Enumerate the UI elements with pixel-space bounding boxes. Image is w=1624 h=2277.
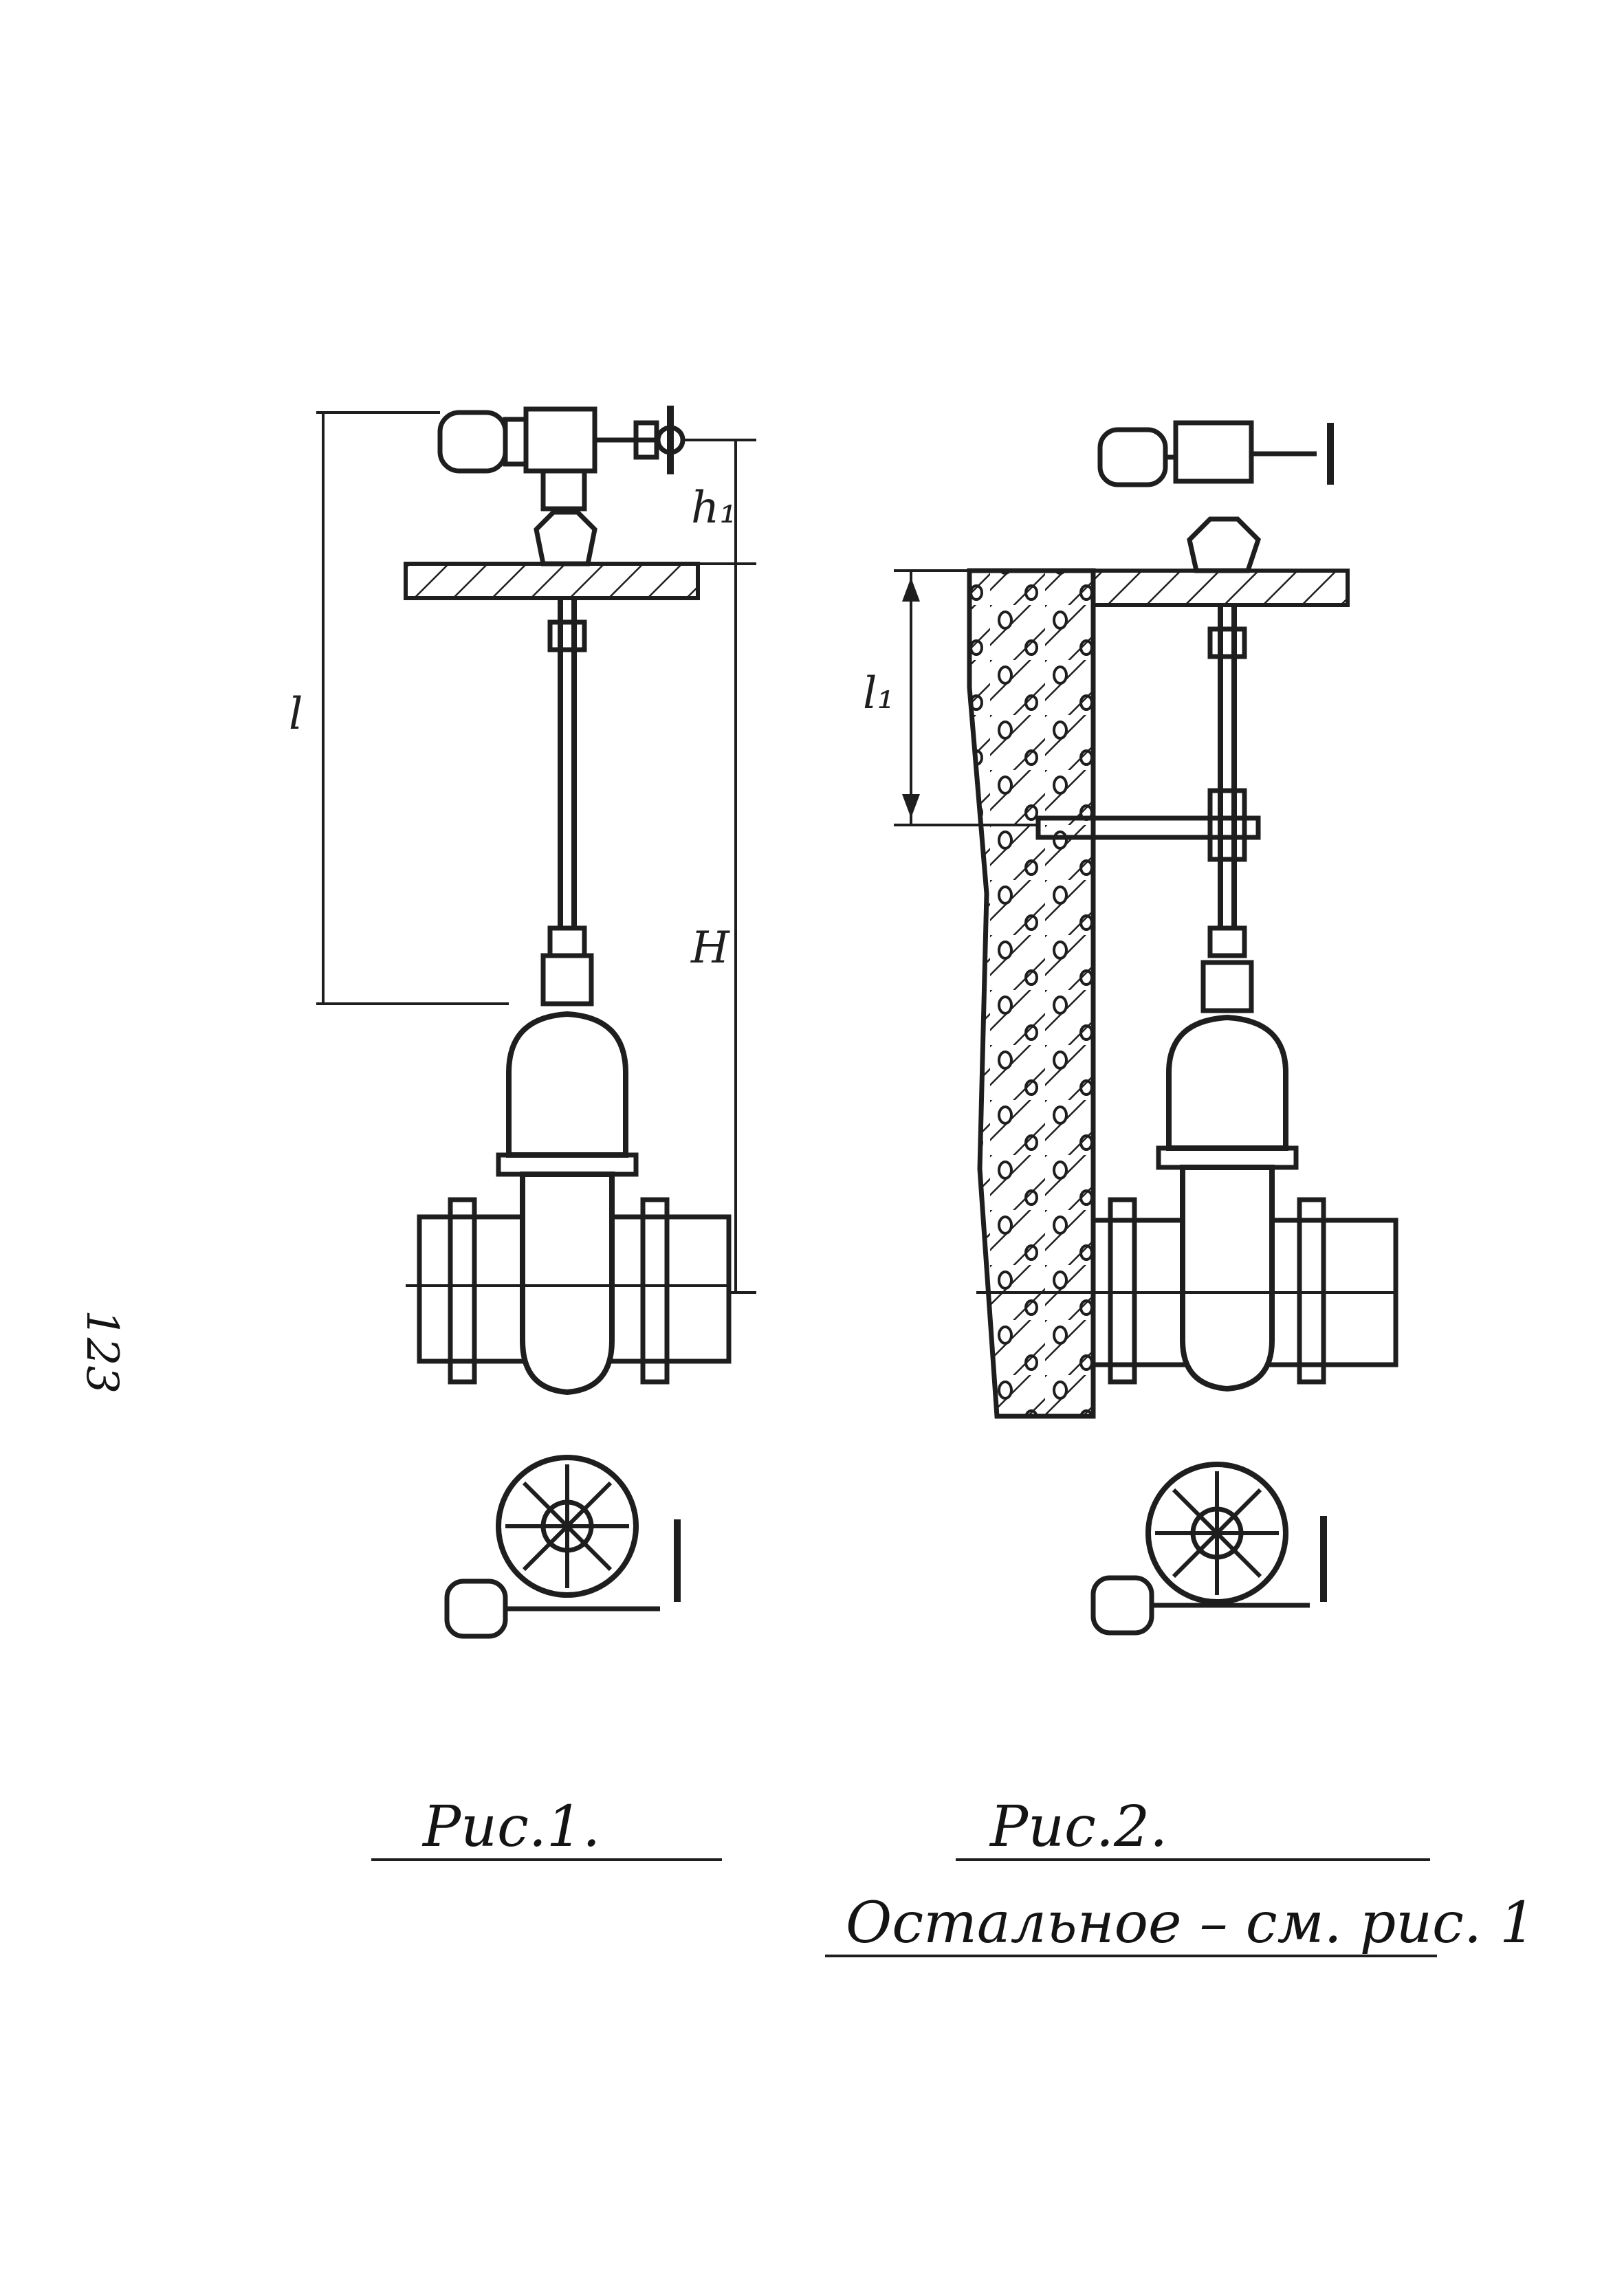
figure-1-caption: Рис.1. bbox=[423, 1794, 601, 1860]
fig2-concrete-wall bbox=[967, 568, 1096, 1419]
fig1-plan-gear-wheel bbox=[496, 1455, 639, 1598]
page-number: 123 bbox=[76, 1310, 127, 1394]
fig2-plan-motor bbox=[1090, 1575, 1154, 1636]
fig2-plan-gear-wheel bbox=[1145, 1462, 1288, 1605]
fig2-stem-coupling-lower bbox=[1207, 925, 1247, 958]
fig1-stem-nut bbox=[540, 953, 594, 1006]
fig2-valve-body bbox=[1180, 1165, 1275, 1392]
fig2-gearbox bbox=[1173, 420, 1254, 484]
figure-2-plan-view bbox=[1090, 1462, 1327, 1636]
fig1-pipe-flange-left bbox=[448, 1197, 477, 1385]
fig1-valve-bonnet bbox=[506, 1011, 628, 1158]
figure-2-caption: Рис.2. bbox=[990, 1794, 1168, 1860]
fig1-motor-flange bbox=[503, 417, 529, 467]
fig1-dim-label-l: l bbox=[289, 689, 303, 740]
fig1-floor-slab bbox=[404, 562, 700, 600]
fig2-valve-bonnet bbox=[1166, 1014, 1288, 1151]
fig1-stem-coupling-lower bbox=[547, 925, 587, 958]
fig1-valve-body bbox=[520, 1172, 615, 1396]
figure-2-note: Остальное – см. рис. 1 bbox=[846, 1891, 1536, 1956]
fig1-dim-label-h1: h₁ bbox=[691, 483, 737, 534]
fig2-dim-label-l1: l₁ bbox=[863, 668, 895, 719]
fig1-stem-coupling-upper bbox=[547, 619, 587, 652]
fig2-support-bracket bbox=[1187, 516, 1262, 573]
figure-1-valve-elevation: l H h₁ bbox=[289, 406, 756, 1396]
fig1-bonnet-flange bbox=[496, 1152, 639, 1177]
fig2-electric-motor bbox=[1097, 427, 1168, 487]
fig2-stem-nut bbox=[1200, 960, 1254, 1013]
figure-1-plan-view bbox=[444, 1455, 681, 1639]
fig2-wall-support-bracket bbox=[1035, 815, 1261, 840]
fig1-electric-motor bbox=[437, 410, 508, 474]
fig2-stem-coupling-upper bbox=[1207, 626, 1247, 659]
fig1-plan-motor bbox=[444, 1578, 508, 1639]
fig2-pipe-flange-left bbox=[1108, 1197, 1137, 1385]
fig1-support-bracket bbox=[534, 509, 597, 566]
fig2-floor-slab bbox=[1091, 569, 1350, 607]
fig1-drive-head bbox=[540, 468, 587, 512]
fig1-gearbox bbox=[523, 406, 597, 474]
figure-2-valve-elevation: l₁ bbox=[863, 420, 1398, 1419]
fig1-dim-label-H: H bbox=[690, 923, 730, 974]
fig1-pipe-flange-right bbox=[640, 1197, 670, 1385]
fig2-pipe-flange-right bbox=[1297, 1197, 1326, 1385]
fig2-bonnet-flange bbox=[1156, 1145, 1299, 1170]
